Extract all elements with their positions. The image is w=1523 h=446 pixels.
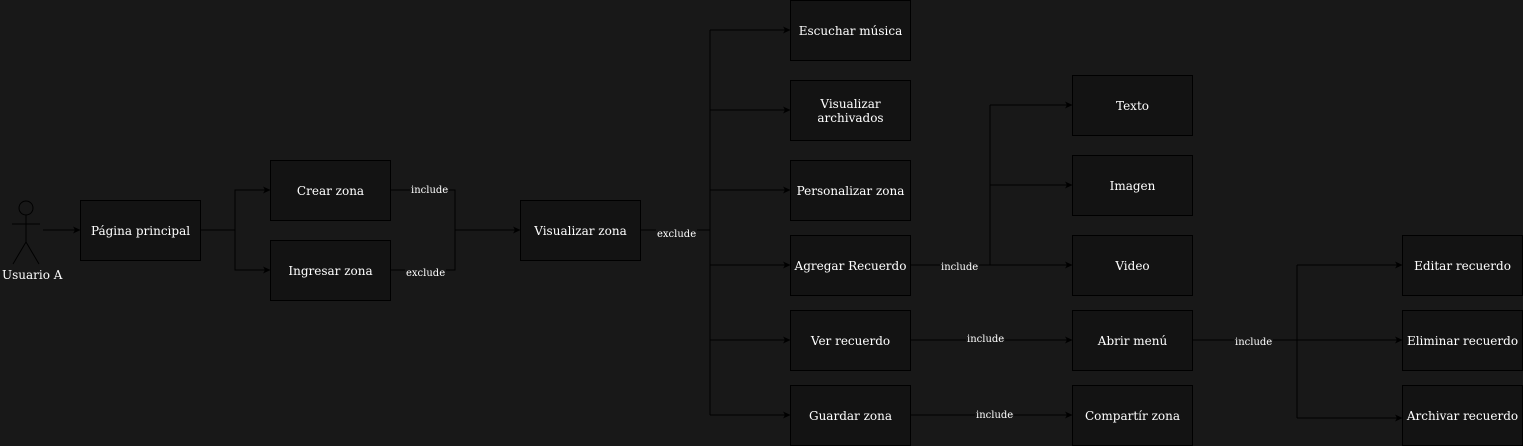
- node-texto[interactable]: Texto: [1072, 75, 1193, 136]
- node-label: Compartír zona: [1085, 408, 1180, 423]
- node-compartir-zona[interactable]: Compartír zona: [1072, 385, 1193, 446]
- edge-pagina-crear: [200, 186, 271, 231]
- node-agregar-recuerdo[interactable]: Agregar Recuerdo: [790, 235, 911, 296]
- edge-label-guardar-include: include: [975, 410, 1015, 422]
- node-crear-zona[interactable]: Crear zona: [270, 160, 391, 221]
- node-guardar-zona[interactable]: Guardar zona: [790, 385, 911, 446]
- node-label: Personalizar zona: [796, 183, 905, 198]
- node-eliminar-recuerdo[interactable]: Eliminar recuerdo: [1402, 310, 1523, 371]
- node-video[interactable]: Video: [1072, 235, 1193, 296]
- node-abrir-menu[interactable]: Abrir menú: [1072, 310, 1193, 371]
- node-label: Abrir menú: [1097, 333, 1168, 348]
- actor-figure: [12, 200, 40, 265]
- node-editar-recuerdo[interactable]: Editar recuerdo: [1402, 235, 1523, 296]
- edge-label-crear-include: include: [410, 185, 450, 197]
- node-label: Guardar zona: [808, 408, 893, 423]
- node-visualizar-zona[interactable]: Visualizar zona: [520, 200, 641, 261]
- node-personalizar-zona[interactable]: Personalizar zona: [790, 160, 911, 221]
- node-visualizar-archivados[interactable]: Visualizar archivados: [790, 80, 911, 141]
- actor-label: Usuario A: [2, 268, 63, 282]
- edge-pagina-ingresar: [234, 230, 271, 274]
- node-label: Agregar Recuerdo: [794, 258, 907, 273]
- node-pagina-principal[interactable]: Página principal: [80, 200, 201, 261]
- edge-label-menu-include: include: [1234, 337, 1274, 349]
- node-ingresar-zona[interactable]: Ingresar zona: [270, 240, 391, 301]
- node-imagen[interactable]: Imagen: [1072, 155, 1193, 216]
- node-label: Visualizar zona: [534, 223, 627, 238]
- node-label: Página principal: [90, 223, 191, 238]
- node-escuchar-musica[interactable]: Escuchar música: [790, 0, 911, 61]
- edge-label-agregar-include: include: [940, 262, 980, 274]
- node-label: Escuchar música: [798, 23, 903, 38]
- edge-ingresar-visualizar: [390, 230, 456, 271]
- edge-label-ingresar-exclude: exclude: [405, 268, 447, 280]
- node-label: Video: [1115, 258, 1150, 273]
- node-label: Texto: [1116, 98, 1149, 113]
- edge-label-ver-include: include: [966, 334, 1006, 346]
- node-label: Archivar recuerdo: [1406, 408, 1519, 423]
- node-label: Ver recuerdo: [810, 333, 891, 348]
- node-label: Crear zona: [296, 183, 365, 198]
- node-label: Ingresar zona: [288, 263, 373, 278]
- node-label: Visualizar archivados: [817, 96, 884, 125]
- edge-label-visualizar-exclude: exclude: [656, 229, 698, 241]
- node-label: Editar recuerdo: [1414, 258, 1511, 273]
- node-label: Imagen: [1109, 178, 1156, 193]
- node-archivar-recuerdo[interactable]: Archivar recuerdo: [1402, 385, 1523, 446]
- node-ver-recuerdo[interactable]: Ver recuerdo: [790, 310, 911, 371]
- node-label: Eliminar recuerdo: [1406, 333, 1519, 348]
